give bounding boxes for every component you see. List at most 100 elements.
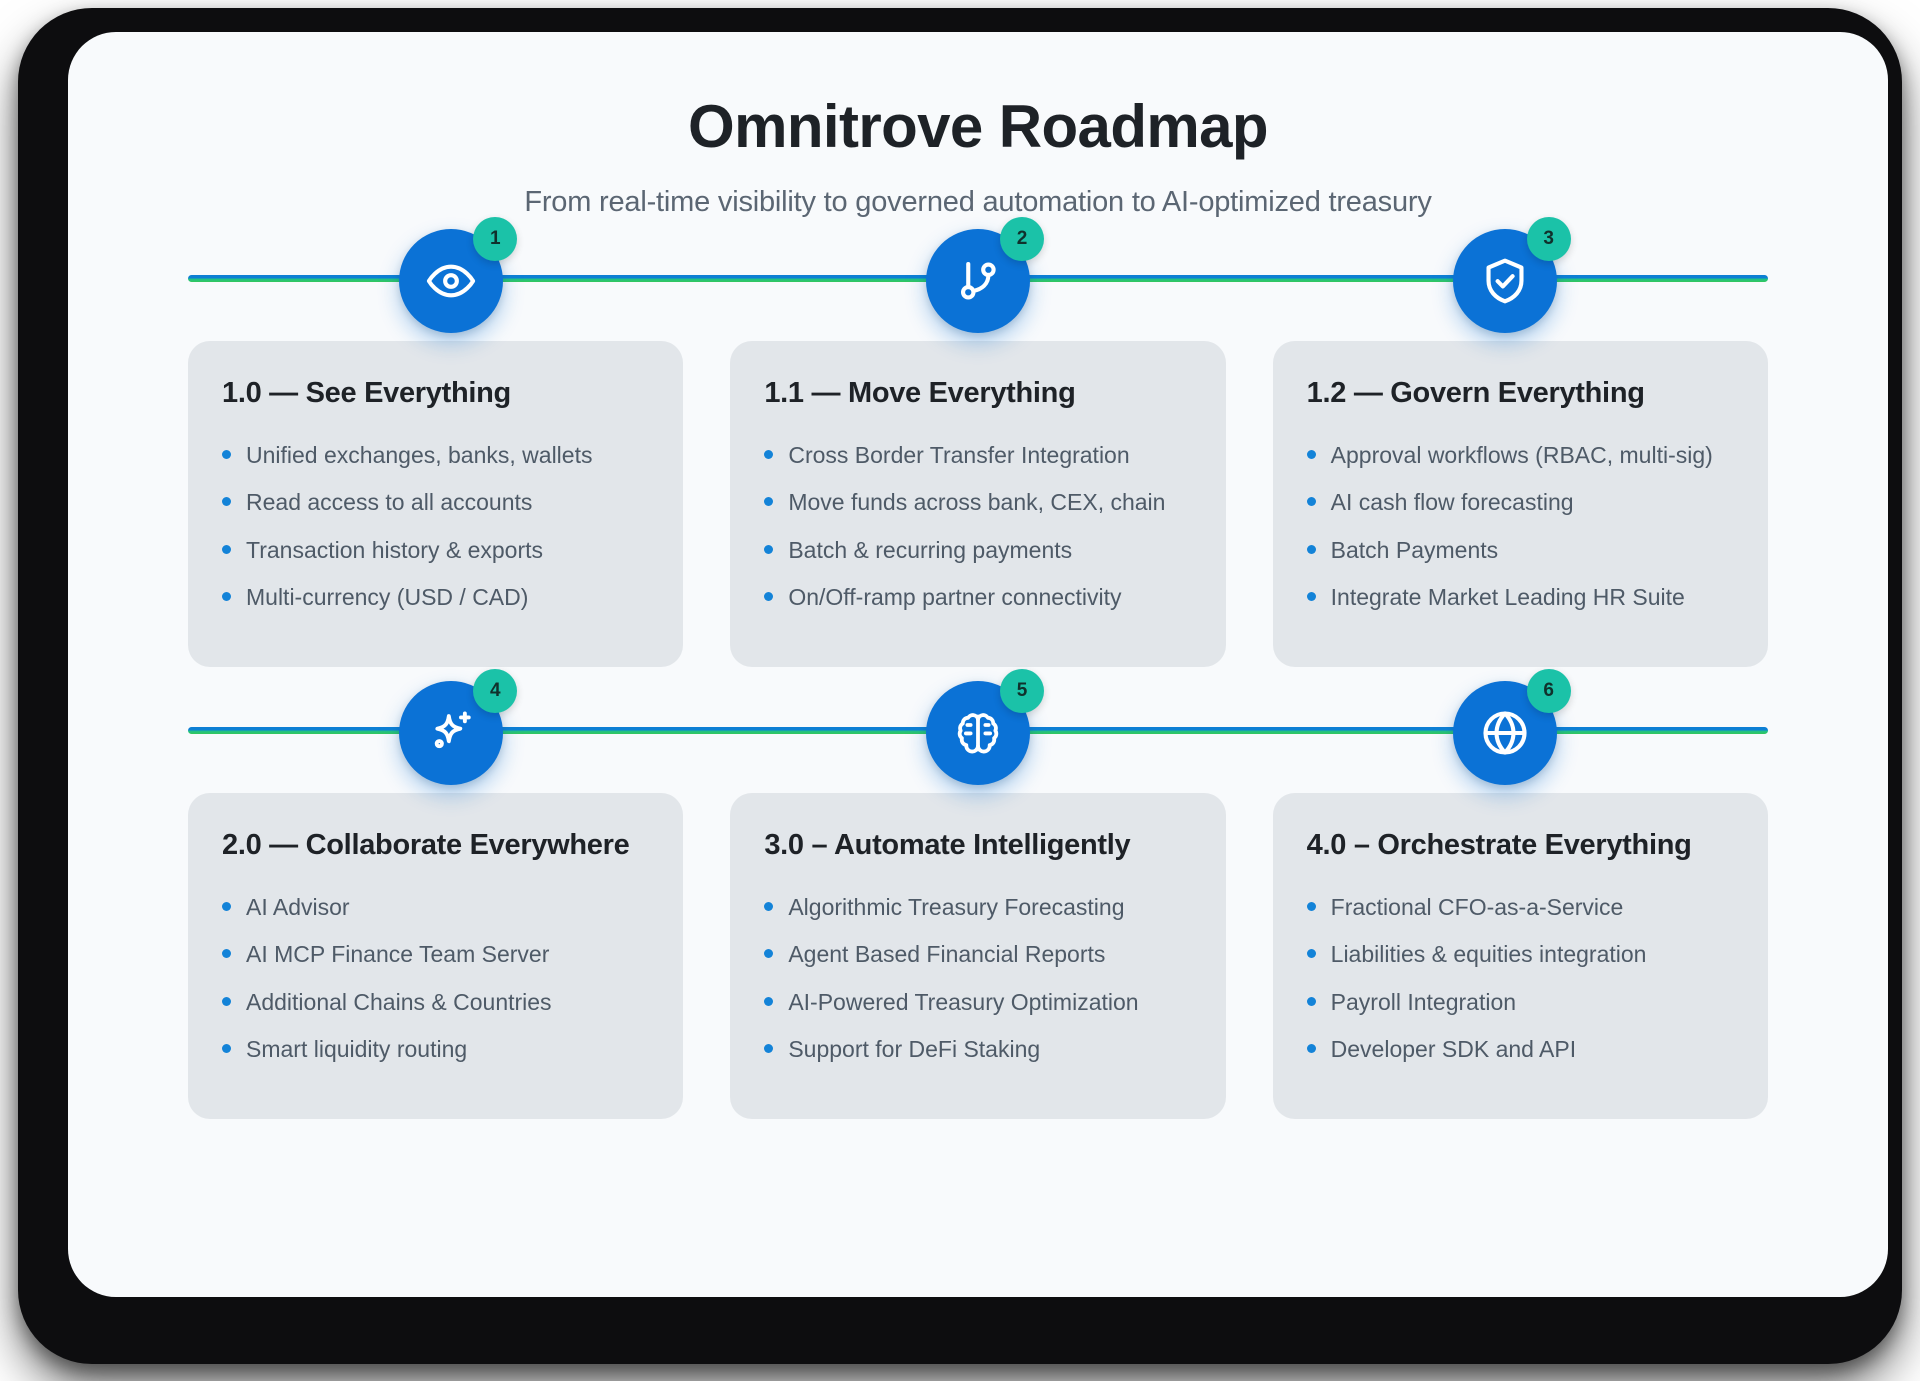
phase-card-2-0[interactable]: 2.0 — Collaborate Everywhere AI Advisor … [188, 793, 684, 1119]
eye-icon [425, 255, 477, 307]
list-item: Integrate Market Leading HR Suite [1306, 574, 1734, 621]
milestone-marker-6[interactable]: 6 [1452, 669, 1571, 785]
feature-list: AI Advisor AI MCP Finance Team Server Ad… [222, 884, 649, 1074]
feature-list: Algorithmic Treasury Forecasting Agent B… [764, 884, 1191, 1074]
list-item: AI Advisor [222, 884, 649, 931]
list-item: Move funds across bank, CEX, chain [764, 479, 1191, 526]
bullet-dot-icon [1306, 450, 1316, 459]
list-item-label: Developer SDK and API [1330, 1036, 1577, 1063]
list-item-label: Smart liquidity routing [246, 1036, 468, 1063]
list-item-label: Transaction history & exports [246, 536, 543, 563]
list-item: Read access to all accounts [222, 479, 649, 526]
milestone-marker-4[interactable]: 4 [399, 669, 518, 785]
list-item: Batch Payments [1306, 527, 1734, 574]
phase-card-2-2[interactable]: 4.0 – Orchestrate Everything Fractional … [1272, 793, 1768, 1119]
list-item-label: Batch Payments [1330, 536, 1499, 563]
marker-badge: 4 [473, 669, 518, 713]
list-item-label: Algorithmic Treasury Forecasting [788, 894, 1125, 920]
feature-list: Fractional CFO-as-a-Service Liabilities … [1306, 884, 1734, 1074]
bullet-dot-icon [222, 544, 231, 554]
marker-badge: 5 [1000, 669, 1044, 713]
header: Omnitrove Roadmap From real-time visibil… [68, 32, 1888, 219]
list-item-label: Integrate Market Leading HR Suite [1330, 584, 1685, 611]
bullet-dot-icon [222, 996, 231, 1006]
list-item-label: AI-Powered Treasury Optimization [788, 988, 1139, 1015]
card-title: 1.2 — Govern Everything [1306, 377, 1645, 409]
milestone-marker-3[interactable]: 3 [1452, 217, 1571, 333]
list-item: Unified exchanges, banks, wallets [222, 432, 649, 479]
list-item-label: AI Advisor [246, 894, 350, 920]
list-item: Multi-currency (USD / CAD) [222, 574, 649, 621]
list-item: Approval workflows (RBAC, multi-sig) [1306, 432, 1734, 479]
bullet-dot-icon [222, 949, 231, 959]
list-item: Smart liquidity routing [222, 1026, 649, 1073]
marker-badge: 2 [1000, 217, 1044, 261]
list-item: On/Off-ramp partner connectivity [764, 574, 1191, 621]
bullet-dot-icon [222, 592, 231, 602]
brain-icon [952, 707, 1004, 759]
phase-card-1-0[interactable]: 1.0 — See Everything Unified exchanges, … [188, 341, 684, 667]
bullet-dot-icon [764, 1044, 774, 1054]
globe-icon [1479, 707, 1531, 759]
feature-list: Approval workflows (RBAC, multi-sig) AI … [1306, 432, 1734, 622]
bullet-dot-icon [222, 450, 231, 459]
phase-card-2-1[interactable]: 3.0 – Automate Intelligently Algorithmic… [730, 793, 1226, 1119]
list-item: Additional Chains & Countries [222, 979, 649, 1026]
list-item-label: Support for DeFi Staking [788, 1036, 1041, 1063]
milestone-marker-5[interactable]: 5 [926, 669, 1044, 785]
list-item: Algorithmic Treasury Forecasting [764, 884, 1191, 931]
list-item-label: Multi-currency (USD / CAD) [246, 584, 529, 611]
feature-list: Cross Border Transfer Integration Move f… [764, 432, 1191, 622]
list-item-label: Batch & recurring payments [788, 536, 1073, 563]
list-item: Fractional CFO-as-a-Service [1306, 884, 1734, 931]
list-item: Payroll Integration [1306, 979, 1734, 1026]
card-title: 3.0 – Automate Intelligently [764, 829, 1131, 861]
card-grid-2: 2.0 — Collaborate Everywhere AI Advisor … [68, 727, 1888, 1119]
bullet-dot-icon [1306, 902, 1316, 911]
device-bezel: Omnitrove Roadmap From real-time visibil… [18, 8, 1902, 1364]
phase-card-1-1[interactable]: 1.1 — Move Everything Cross Border Trans… [730, 341, 1226, 667]
bullet-dot-icon [1306, 996, 1316, 1006]
bullet-dot-icon [764, 996, 774, 1006]
phase-card-1-2[interactable]: 1.2 — Govern Everything Approval workflo… [1272, 341, 1768, 667]
bullet-dot-icon [764, 949, 774, 959]
list-item-label: Payroll Integration [1330, 988, 1517, 1015]
list-item: AI cash flow forecasting [1306, 479, 1734, 526]
list-item: AI-Powered Treasury Optimization [764, 979, 1191, 1026]
sparkles-icon [425, 707, 477, 759]
bullet-dot-icon [1306, 1044, 1316, 1054]
page-subtitle: From real-time visibility to governed au… [524, 186, 1432, 218]
list-item-label: AI MCP Finance Team Server [246, 941, 550, 968]
marker-badge: 6 [1526, 669, 1571, 713]
roadmap-row-1: 1 2 [68, 217, 1888, 667]
card-title: 1.1 — Move Everything [764, 377, 1076, 409]
bullet-dot-icon [764, 592, 774, 602]
marker-badge: 1 [473, 217, 518, 261]
page-title: Omnitrove Roadmap [688, 93, 1269, 160]
list-item-label: AI cash flow forecasting [1330, 489, 1574, 516]
feature-list: Unified exchanges, banks, wallets Read a… [222, 432, 649, 622]
list-item-label: Approval workflows (RBAC, multi-sig) [1330, 442, 1713, 468]
list-item: Batch & recurring payments [764, 527, 1191, 574]
bullet-dot-icon [1306, 497, 1316, 507]
milestone-marker-2[interactable]: 2 [926, 217, 1044, 333]
card-title: 1.0 — See Everything [222, 377, 511, 409]
bullet-dot-icon [1306, 949, 1316, 959]
bullet-dot-icon [222, 1044, 231, 1054]
milestone-marker-1[interactable]: 1 [399, 217, 518, 333]
bullet-dot-icon [764, 450, 774, 459]
list-item-label: On/Off-ramp partner connectivity [788, 584, 1122, 611]
bullet-dot-icon [764, 497, 774, 507]
bullet-dot-icon [764, 544, 774, 554]
list-item-label: Fractional CFO-as-a-Service [1330, 894, 1624, 920]
bullet-dot-icon [222, 497, 231, 507]
list-item-label: Additional Chains & Countries [246, 988, 552, 1015]
list-item: Developer SDK and API [1306, 1026, 1734, 1073]
list-item: AI MCP Finance Team Server [222, 931, 649, 978]
list-item-label: Unified exchanges, banks, wallets [246, 442, 593, 468]
card-title: 4.0 – Orchestrate Everything [1306, 829, 1692, 861]
list-item-label: Agent Based Financial Reports [788, 941, 1106, 968]
list-item: Agent Based Financial Reports [764, 931, 1191, 978]
list-item-label: Cross Border Transfer Integration [788, 442, 1130, 468]
list-item: Cross Border Transfer Integration [764, 432, 1191, 479]
